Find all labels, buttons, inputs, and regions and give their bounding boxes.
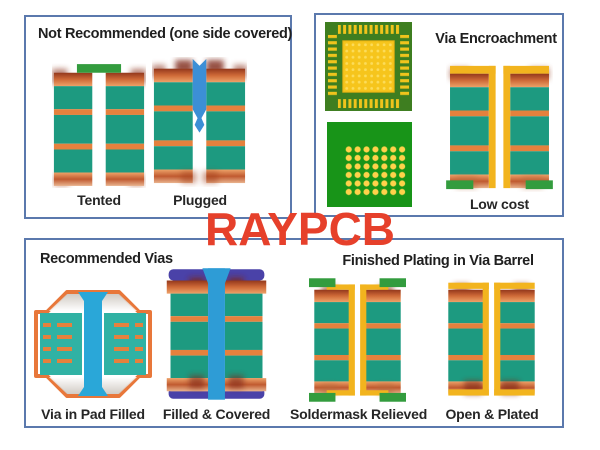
panel-title-not-recommended: Not Recommended (one side covered) <box>38 26 293 42</box>
plugged-via-diagram <box>152 57 247 187</box>
soldermask-relieved-via-diagram <box>309 278 406 402</box>
qfn-chip-image <box>325 22 412 111</box>
panel-recommended-vias: Recommended Vias Finished Plating in Via… <box>24 238 564 428</box>
label-via-in-pad-filled: Via in Pad Filled <box>41 406 145 422</box>
via-in-pad-filled-diagram <box>34 285 152 403</box>
panel-title-via-encroachment: Via Encroachment <box>435 31 557 47</box>
label-open-plated: Open & Plated <box>445 406 539 422</box>
label-low-cost: Low cost <box>469 196 530 212</box>
label-tented: Tented <box>77 192 121 208</box>
low-cost-via-diagram <box>446 62 553 192</box>
panel-not-recommended: Not Recommended (one side covered) Tente… <box>24 15 292 219</box>
open-plated-via-diagram <box>443 278 540 402</box>
label-soldermask-relieved: Soldermask Relieved <box>290 406 428 422</box>
raypcb-watermark: RAYPCB <box>204 203 396 255</box>
filled-covered-via-diagram <box>163 268 270 400</box>
bga-chip-image <box>327 122 412 207</box>
tented-via-diagram <box>52 63 146 188</box>
panel-title-finished-plating: Finished Plating in Via Barrel <box>342 253 534 269</box>
label-plugged: Plugged <box>173 192 227 208</box>
panel-via-encroachment: Via Encroachment <box>314 13 564 217</box>
panel-title-recommended-vias: Recommended Vias <box>40 251 173 267</box>
label-filled-covered: Filled & Covered <box>162 406 271 422</box>
